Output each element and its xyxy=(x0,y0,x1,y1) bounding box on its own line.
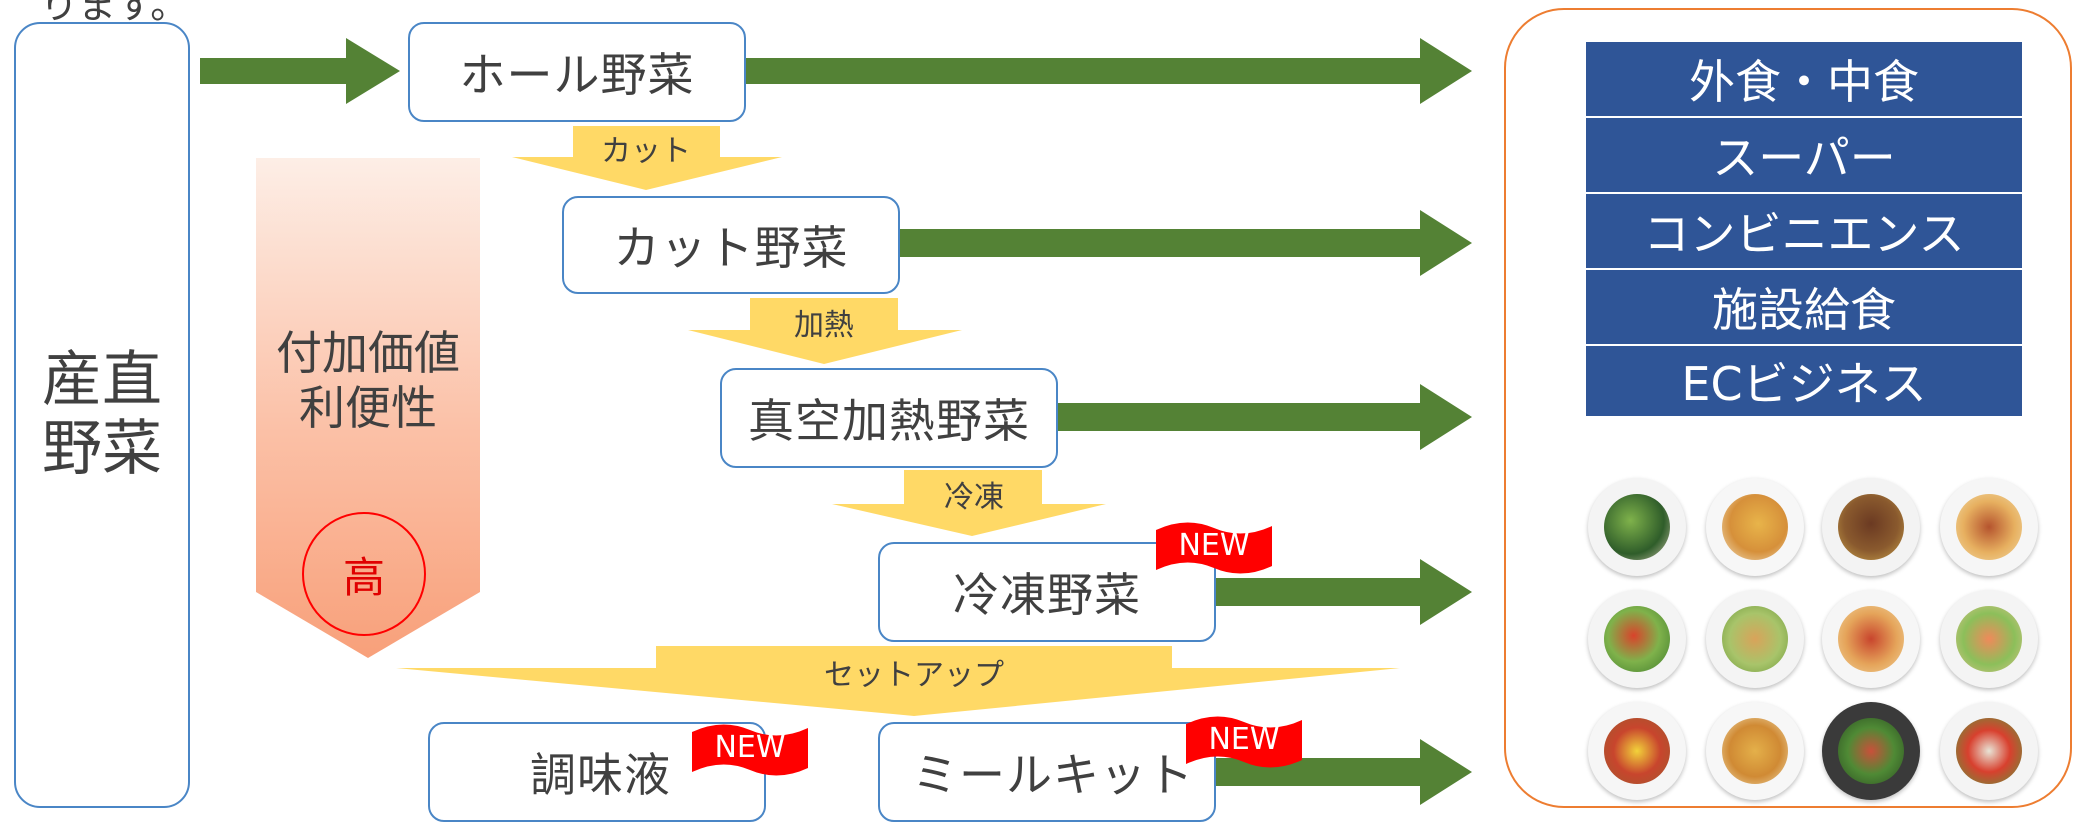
new-label-frozen: NEW xyxy=(1178,528,1250,563)
value-line-2: 利便性 xyxy=(299,381,437,436)
value-label: 付加価値 利便性 xyxy=(256,326,480,436)
step-freeze-label: 冷凍 xyxy=(944,480,1004,515)
whole-channel-arrow xyxy=(746,38,1472,104)
new-flag-frozen: NEW xyxy=(1156,520,1272,574)
value-arrow-shape xyxy=(256,158,480,658)
steak-plate-image xyxy=(1822,478,1920,576)
fried-chicken-plate-image xyxy=(1706,702,1804,800)
stage-cut: カット野菜 xyxy=(562,196,900,294)
step-heat-label: 加熱 xyxy=(794,308,854,343)
step-freeze-shape xyxy=(832,470,1106,536)
fries-plate-image xyxy=(1706,478,1804,576)
channel-convenience: コンビニエンス xyxy=(1586,194,2022,270)
source-box: 産直 野菜 xyxy=(14,22,190,808)
new-label-mealkit: NEW xyxy=(1208,722,1280,757)
channel-ec: ECビジネス xyxy=(1586,346,2022,416)
pasta-plate-image xyxy=(1940,478,2038,576)
value-high-badge: 高 xyxy=(302,512,426,636)
new-flag-mealkit: NEW xyxy=(1186,714,1302,768)
green-salad-plate-image xyxy=(1822,702,1920,800)
channel-institutional: 施設給食 xyxy=(1586,270,2022,346)
mealkit-channel-arrow xyxy=(1216,739,1472,805)
channel-supermarket: スーパー xyxy=(1586,118,2022,194)
vegetable-salad-plate-image xyxy=(1588,590,1686,688)
stage-vacuum: 真空加熱野菜 xyxy=(720,368,1058,468)
salad-plate-image xyxy=(1588,478,1686,576)
stage-whole: ホール野菜 xyxy=(408,22,746,122)
spaghetti-plate-image xyxy=(1822,590,1920,688)
stage-seasoning: 調味液 xyxy=(428,722,766,822)
channel-foodservice: 外食・中食 xyxy=(1586,42,2022,118)
cut-channel-arrow xyxy=(900,210,1472,276)
step-cut-shape xyxy=(512,126,782,190)
frozen-channel-arrow xyxy=(1216,559,1472,625)
step-heat-shape xyxy=(688,298,962,364)
new-flag-seasoning: NEW xyxy=(692,722,808,776)
stage-mealkit: ミールキット xyxy=(878,722,1216,822)
step-setup-label: セットアップ xyxy=(824,658,1004,693)
source-line-1: 産直 xyxy=(42,345,162,415)
chicken-plate-image xyxy=(1706,590,1804,688)
vacuum-channel-arrow xyxy=(1058,384,1472,450)
salmon-plate-image xyxy=(1940,590,2038,688)
source-arrow xyxy=(200,38,400,104)
step-setup-shape xyxy=(396,646,1400,716)
breakfast-plate-image xyxy=(1588,702,1686,800)
value-line-1: 付加価値 xyxy=(276,326,460,380)
source-line-2: 野菜 xyxy=(42,414,162,484)
new-label-seasoning: NEW xyxy=(714,730,786,765)
step-cut-label: カット xyxy=(601,134,691,169)
greek-salad-plate-image xyxy=(1940,702,2038,800)
